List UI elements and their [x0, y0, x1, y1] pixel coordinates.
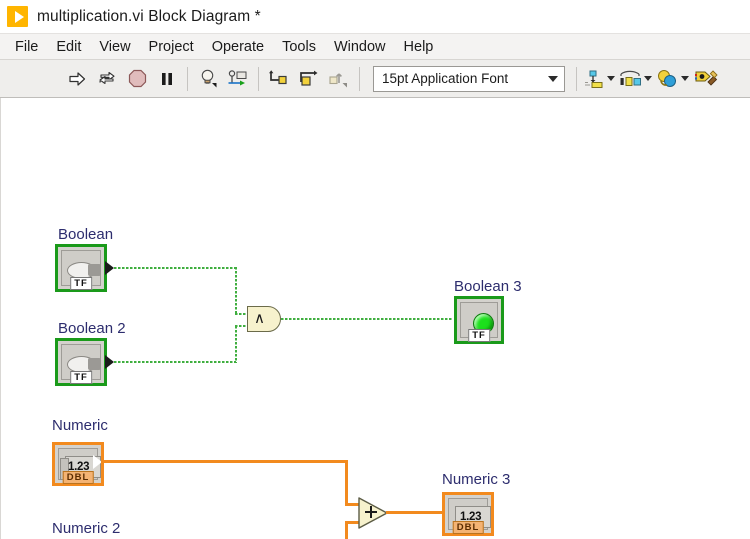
- wire-numeric-1-horizontal[interactable]: [101, 460, 347, 463]
- step-over-button[interactable]: [294, 64, 324, 94]
- block-diagram-canvas[interactable]: Boolean TF Boolean 2 TF: [1, 98, 750, 539]
- step-out-icon: [329, 72, 347, 87]
- terminal-boolean-3[interactable]: TF: [454, 296, 504, 344]
- distribute-objects-button[interactable]: [617, 69, 654, 89]
- and-gate[interactable]: ∧: [247, 306, 281, 332]
- node-label-numeric-2: Numeric 2: [52, 520, 121, 537]
- step-into-icon: [269, 69, 287, 84]
- wire-boolean-1-horizontal[interactable]: [114, 267, 236, 269]
- toolbar-separator: [258, 66, 259, 91]
- add-function[interactable]: [356, 496, 390, 530]
- datatype-tag-numeric-3: DBL: [452, 521, 484, 534]
- wire-add-input-top[interactable]: [345, 503, 359, 506]
- menu-item-edit[interactable]: Edit: [56, 38, 82, 55]
- toolbar: 15pt Application Font: [0, 60, 750, 98]
- menu-item-tools[interactable]: Tools: [282, 38, 316, 55]
- datatype-tag-boolean-3: TF: [468, 329, 490, 342]
- node-label-boolean: Boolean: [58, 226, 114, 243]
- block-diagram-canvas-area[interactable]: Boolean TF Boolean 2 TF: [0, 98, 750, 539]
- wire-add-output[interactable]: [386, 511, 442, 514]
- step-over-icon: [300, 70, 318, 86]
- menu-bar: File Edit View Project Operate Tools Win…: [0, 33, 750, 60]
- wire-boolean-1-vertical[interactable]: [235, 267, 237, 314]
- reorder-objects-icon: [658, 69, 676, 87]
- terminal-boolean[interactable]: TF: [55, 244, 107, 292]
- stop-sign-icon: [128, 69, 146, 88]
- datatype-tag-numeric: DBL: [62, 471, 94, 484]
- toolbar-separator: [187, 66, 188, 91]
- chevron-down-icon: [607, 76, 615, 81]
- datatype-tag-boolean: TF: [70, 277, 92, 290]
- chevron-down-icon: [548, 75, 558, 82]
- wire-add-input-bottom[interactable]: [345, 521, 359, 524]
- menu-item-project[interactable]: Project: [148, 38, 194, 55]
- node-label-numeric-3: Numeric 3: [442, 471, 511, 488]
- wire-numeric-1-vertical[interactable]: [345, 460, 348, 505]
- terminal-output-arrow: [93, 455, 102, 469]
- and-gate-symbol: ∧: [254, 309, 265, 327]
- window-title: multiplication.vi Block Diagram *: [37, 7, 261, 25]
- run-button[interactable]: [62, 64, 92, 94]
- add-function-triangle: [358, 497, 388, 529]
- menu-item-help[interactable]: Help: [403, 38, 434, 55]
- light-bulb-icon: [201, 69, 216, 88]
- align-objects-button[interactable]: [582, 69, 617, 89]
- highlight-execution-button[interactable]: [193, 64, 223, 94]
- abort-execution-button[interactable]: [122, 64, 152, 94]
- right-arrow-icon: [69, 71, 86, 86]
- font-selector-value: 15pt Application Font: [382, 71, 509, 86]
- run-continuously-button[interactable]: [92, 64, 122, 94]
- node-label-numeric: Numeric: [52, 417, 108, 434]
- menu-item-file[interactable]: File: [15, 38, 39, 55]
- retain-wire-values-icon: [228, 69, 247, 85]
- wire-and-input-top[interactable]: [235, 313, 251, 315]
- wire-and-input-bottom[interactable]: [235, 325, 251, 327]
- align-objects-icon: [585, 70, 603, 88]
- menu-item-view[interactable]: View: [99, 38, 131, 55]
- wire-numeric-2-vertical[interactable]: [345, 521, 348, 539]
- distribute-objects-icon: [620, 70, 641, 86]
- and-gate-body: [247, 306, 281, 332]
- node-label-boolean-3: Boolean 3: [454, 278, 522, 295]
- datatype-tag-boolean-2: TF: [70, 371, 92, 384]
- title-bar: multiplication.vi Block Diagram *: [0, 0, 750, 33]
- wire-boolean-2-vertical[interactable]: [235, 326, 237, 363]
- wire-and-output[interactable]: [281, 318, 453, 320]
- pause-button[interactable]: [152, 64, 182, 94]
- step-into-button[interactable]: [264, 64, 294, 94]
- chevron-down-icon: [681, 76, 689, 81]
- terminal-inner: [61, 250, 101, 286]
- terminal-numeric-3[interactable]: 1.23 DBL: [442, 492, 494, 536]
- plus-symbol-icon: [364, 505, 379, 520]
- terminal-output-arrow: [105, 355, 114, 369]
- node-label-boolean-2: Boolean 2: [58, 320, 126, 337]
- terminal-boolean-2[interactable]: TF: [55, 338, 107, 386]
- reorder-objects-button[interactable]: [654, 69, 691, 89]
- wire-boolean-2-horizontal[interactable]: [114, 361, 236, 363]
- chevron-down-icon: [644, 76, 652, 81]
- terminal-output-arrow: [105, 261, 114, 275]
- numeric-value: 1.23: [68, 461, 90, 473]
- step-out-button[interactable]: [324, 64, 354, 94]
- menu-item-operate[interactable]: Operate: [211, 38, 265, 55]
- run-continuous-icon: [98, 71, 115, 84]
- cleanup-diagram-button[interactable]: [691, 64, 723, 94]
- menu-item-window[interactable]: Window: [333, 38, 386, 55]
- toolbar-separator: [576, 66, 577, 91]
- font-selector[interactable]: 15pt Application Font: [373, 65, 565, 92]
- labview-play-icon: [7, 6, 28, 27]
- pause-icon: [162, 72, 172, 85]
- retain-wire-values-button[interactable]: [223, 64, 253, 94]
- toolbar-separator: [359, 66, 360, 91]
- numeric-value: 1.23: [460, 511, 482, 523]
- cleanup-diagram-icon: [695, 69, 718, 86]
